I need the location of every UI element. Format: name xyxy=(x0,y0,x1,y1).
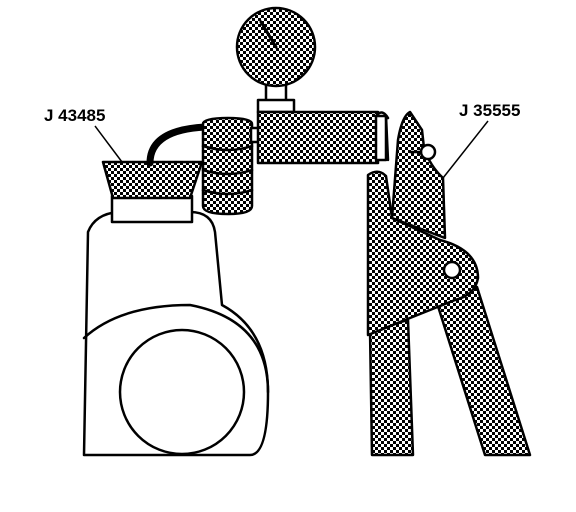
pump-body xyxy=(366,170,480,337)
adapter-neck xyxy=(110,194,194,224)
pressure-gauge xyxy=(235,6,317,114)
gauge-needle xyxy=(259,20,278,49)
leader-line-left xyxy=(94,125,123,163)
engine-component xyxy=(82,210,270,457)
filter-canister xyxy=(201,116,254,216)
adapter-funnel xyxy=(101,160,204,200)
callout-j43485: J 43485 xyxy=(44,106,123,163)
pump-front-handle xyxy=(368,318,415,457)
adapter-j43485 xyxy=(101,160,204,224)
connecting-hose xyxy=(146,123,209,167)
engine-port-circle xyxy=(118,328,246,456)
pump-valve-knob xyxy=(419,143,437,161)
pump-nozzle xyxy=(374,111,390,162)
callout-j35555: J 35555 xyxy=(442,101,520,179)
manifold-fitting xyxy=(374,114,388,162)
callout-label-right: J 35555 xyxy=(459,101,520,120)
pump-rear-handle xyxy=(435,285,532,457)
engine-front-curve xyxy=(82,303,270,394)
leader-line-right xyxy=(442,120,489,179)
vacuum-pump-j35555 xyxy=(366,110,532,457)
pump-jaw xyxy=(390,110,447,240)
pump-pivot-pin xyxy=(442,260,462,280)
gauge-nut xyxy=(256,98,296,114)
manifold-body xyxy=(256,110,380,165)
callout-label-left: J 43485 xyxy=(44,106,105,125)
